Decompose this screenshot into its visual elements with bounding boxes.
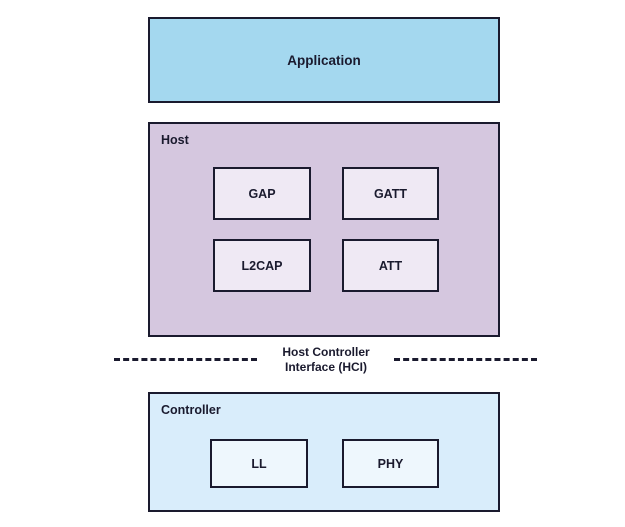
hci-label-line1: Host Controller <box>282 345 370 359</box>
controller-label: Controller <box>161 403 221 417</box>
hci-dashed-line-left <box>114 358 257 361</box>
application-layer-box: Application <box>148 17 500 103</box>
hci-label-line2: Interface (HCI) <box>284 360 367 374</box>
hci-dashed-line-right <box>394 358 537 361</box>
controller-layer-box: Controller LL PHY <box>148 392 500 512</box>
hci-label: Host Controller Interface (HCI) <box>258 345 394 375</box>
host-layer-box: Host GAP GATT L2CAP ATT <box>148 122 500 337</box>
gatt-box: GATT <box>342 167 439 220</box>
host-label: Host <box>161 133 189 147</box>
gap-box: GAP <box>213 167 311 220</box>
ll-box: LL <box>210 439 308 488</box>
phy-box: PHY <box>342 439 439 488</box>
att-box: ATT <box>342 239 439 292</box>
l2cap-box: L2CAP <box>213 239 311 292</box>
application-label: Application <box>287 52 361 68</box>
